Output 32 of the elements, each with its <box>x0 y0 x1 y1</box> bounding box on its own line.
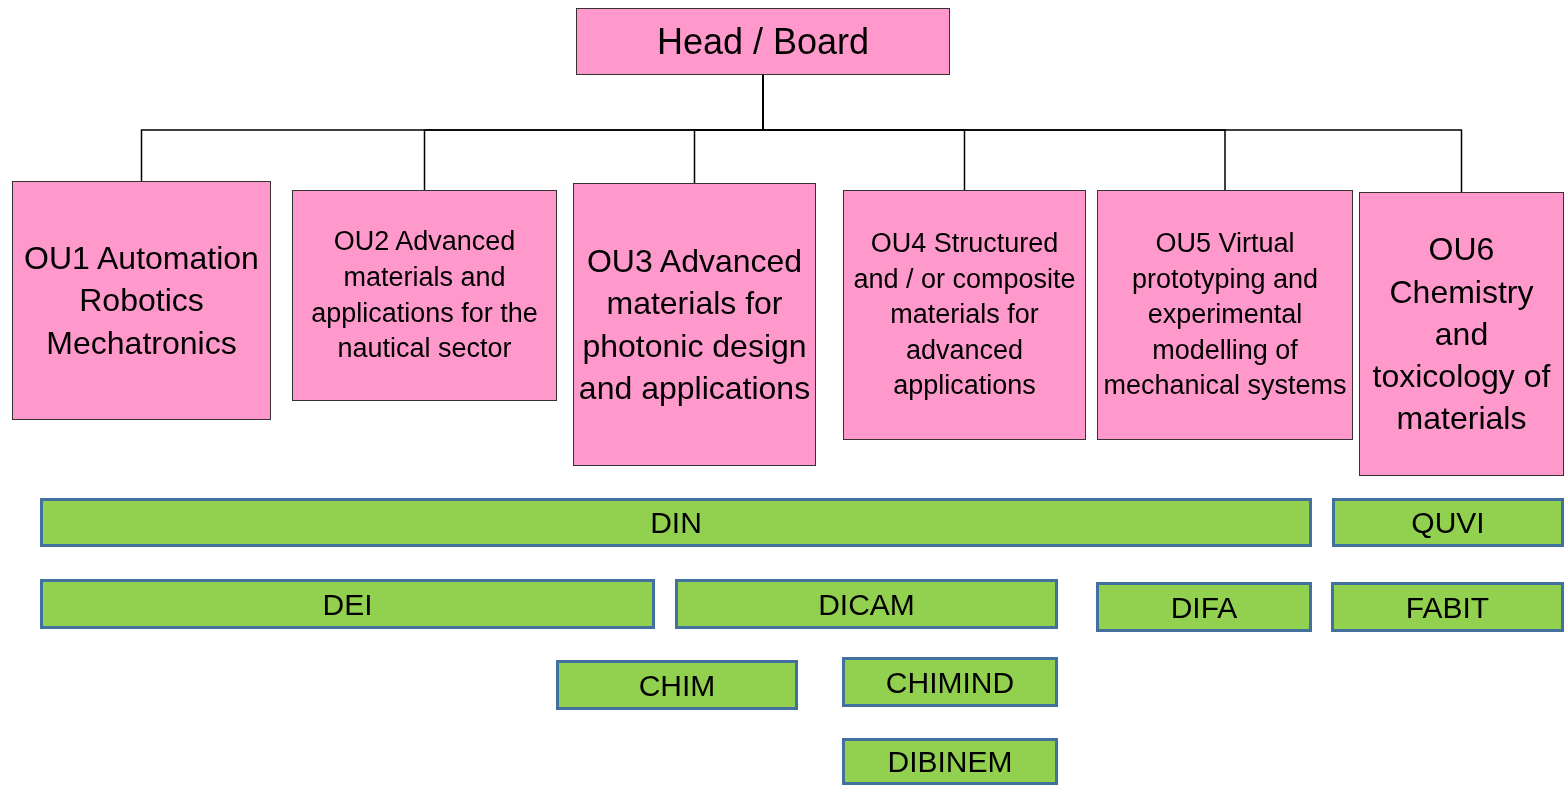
box-label: QUVI <box>1411 506 1485 539</box>
box-label: CHIM <box>638 668 716 702</box>
department-bar <box>556 660 798 710</box>
org-box <box>573 183 816 466</box>
box-label: DIBINEM <box>887 745 1013 778</box>
box-label: CHIMIND <box>885 665 1015 699</box>
department-bar <box>1096 582 1312 632</box>
box-label: FABIT <box>1405 590 1490 624</box>
org-box <box>12 181 271 420</box>
box-label: OU3 Advanced materials for photonic design and applications <box>578 242 811 408</box>
department-bar <box>842 657 1058 707</box>
department-bar <box>1332 498 1564 547</box>
department-bar <box>842 738 1058 785</box>
box-label: OU4 Structured and / or composite materials for advanced applications <box>852 226 1077 403</box>
box-label: DICAM <box>818 587 915 621</box>
department-bar <box>40 579 655 629</box>
org-box <box>292 190 557 401</box>
department-bar <box>1331 582 1564 632</box>
org-box <box>1359 192 1564 476</box>
box-label: DIN <box>650 506 702 539</box>
department-bar <box>40 498 1312 547</box>
box-label: Head / Board <box>656 21 870 62</box>
box-label: DEI <box>322 587 373 621</box>
box-label: OU1 Automation Robotics Mechatronics <box>23 239 260 363</box>
box-label: DIFA <box>1170 590 1238 624</box>
box-label: OU5 Virtual prototyping and experimental modelling of mechanical systems <box>1102 226 1348 403</box>
department-bar <box>675 579 1058 629</box>
box-label: OU2 Advanced materials and applications for the nautical sector <box>310 225 539 366</box>
org-box <box>1097 190 1353 440</box>
box-label: OU6 Chemistry and toxicology of materials <box>1371 230 1552 439</box>
org-box <box>576 8 950 75</box>
org-box <box>843 190 1086 440</box>
